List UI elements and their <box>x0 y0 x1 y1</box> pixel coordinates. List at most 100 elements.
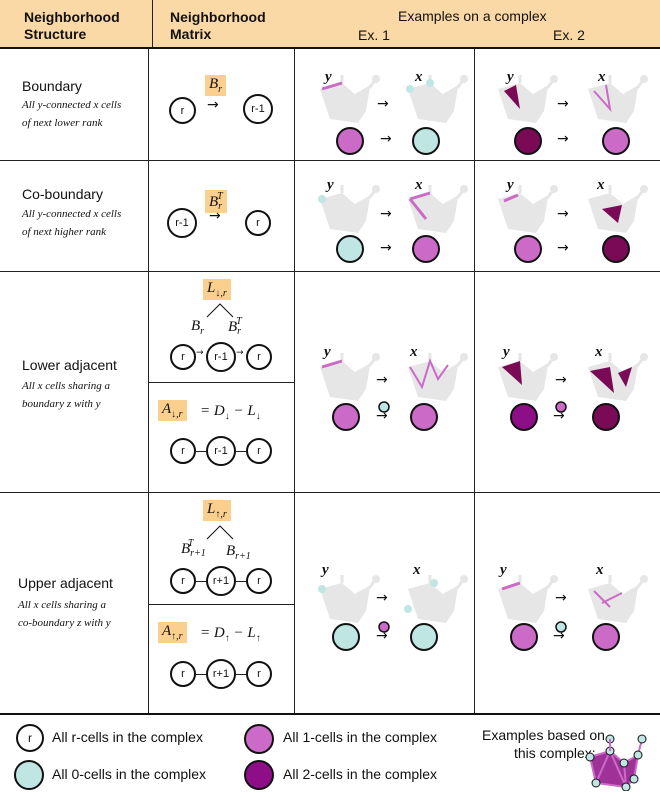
arrow-icon: → <box>557 131 569 147</box>
math-br: Br <box>191 318 205 337</box>
row-upper-title: Upper adjacent <box>18 575 113 591</box>
legend-1cell: All 1-cells in the complex <box>283 729 438 745</box>
legend-example-line2: this complex: <box>514 745 596 761</box>
cell-r: r <box>246 568 272 594</box>
complex-r1-ex1-b <box>406 73 470 125</box>
matrix-lower-adjacency: A↓,r <box>158 400 187 421</box>
grid-row-1 <box>0 160 660 161</box>
cell-r-minus-1: r-1 <box>206 342 236 372</box>
legend-r: All r-cells in the complex <box>52 729 203 745</box>
row-coboundary-sub1: All y-connected x cells <box>22 208 122 220</box>
label-y: y <box>324 344 331 360</box>
example-complex-icon <box>585 734 647 791</box>
cell-r: r <box>246 438 272 464</box>
connector <box>236 581 246 582</box>
math-brt: BrT <box>228 316 242 337</box>
legend-divider <box>0 713 660 715</box>
label-y: y <box>503 344 510 360</box>
matrix-coboundary: BrT <box>205 190 227 213</box>
arrow-icon: → <box>553 628 565 644</box>
cell-r: r <box>170 568 196 594</box>
legend-2cell-icon <box>244 760 274 790</box>
legend-1cell-icon <box>244 724 274 754</box>
row-boundary-sub1: All y-connected x cells <box>22 99 122 111</box>
label-x: x <box>410 344 418 360</box>
complex-r1-ex2-b <box>586 73 650 125</box>
arrow-icon: → <box>376 408 388 424</box>
row-lower-sub2: boundary z with y <box>22 398 101 410</box>
split-lines <box>206 303 234 318</box>
arrow-icon: → <box>557 96 569 112</box>
arrow-icon: → <box>196 348 204 358</box>
cell-r-minus-1: r-1 <box>243 94 273 124</box>
header-structure: Neighborhood Structure <box>24 9 120 43</box>
legend-r-icon: r <box>16 724 44 752</box>
arrow-icon: → <box>553 408 565 424</box>
header-structure-line2: Structure <box>24 26 87 42</box>
cell-r-minus-1: r-1 <box>167 208 197 238</box>
connector <box>196 674 206 675</box>
matrix-upper-adjacency: A↑,r <box>158 622 187 643</box>
label-y: y <box>325 69 332 85</box>
label-x: x <box>413 562 421 578</box>
arrow-icon: → <box>236 348 244 358</box>
legend-0cell: All 0-cells in the complex <box>52 766 207 782</box>
row-upper-sub1: All x cells sharing a <box>18 599 106 611</box>
arrow-icon: → <box>557 240 569 256</box>
header-divider <box>152 0 153 47</box>
examples-svg <box>318 73 650 651</box>
cell-r: r <box>245 210 271 236</box>
cell-r: r <box>169 97 196 124</box>
split-lines <box>206 525 234 540</box>
header-structure-line1: Neighborhood <box>24 9 120 25</box>
grid-row-2 <box>0 271 660 272</box>
grid-col-2 <box>294 49 295 714</box>
label-x: x <box>597 177 605 193</box>
cell-r-plus-1: r+1 <box>206 566 236 596</box>
label-y: y <box>507 177 514 193</box>
connector <box>236 451 246 452</box>
legend-0cell-icon <box>14 760 44 790</box>
cell-r: r <box>246 661 272 687</box>
cell-r: r <box>170 661 196 687</box>
label-y: y <box>500 562 507 578</box>
header-matrix-line1: Neighborhood <box>170 9 266 25</box>
label-x: x <box>595 344 603 360</box>
cell-r: r <box>170 438 196 464</box>
label-y: y <box>507 69 514 85</box>
complex-r1-ex1-a <box>318 73 382 125</box>
arrow-icon: → <box>380 131 392 147</box>
connector <box>236 674 246 675</box>
connector <box>196 451 206 452</box>
grid-sub-2 <box>148 604 294 605</box>
header-matrix: Neighborhood Matrix <box>170 9 266 43</box>
legend-2cell: All 2-cells in the complex <box>283 766 438 782</box>
arrow-icon: → <box>377 96 389 112</box>
header-ex2: Ex. 2 <box>553 27 585 43</box>
arrow-icon: → <box>555 372 567 388</box>
row-upper-sub2: co-boundary z with y <box>18 617 111 629</box>
row-lower-sub1: All x cells sharing a <box>22 380 110 392</box>
arrow-icon: → <box>376 590 388 606</box>
label-y: y <box>322 562 329 578</box>
math-brp1: Br+1 <box>226 543 251 562</box>
grid-sub-1 <box>148 382 294 383</box>
math-upper-adjacency-eq: = D↑ − L↑ <box>200 625 261 644</box>
legend-example-line1: Examples based on <box>482 727 605 743</box>
connector <box>196 581 206 582</box>
row-lower-title: Lower adjacent <box>22 357 117 373</box>
math-lower-adjacency-eq: = D↓ − L↓ <box>200 403 261 422</box>
arrow-icon: → <box>380 206 392 222</box>
grid-row-3 <box>0 492 660 493</box>
arrow-icon: → <box>376 628 388 644</box>
arrow-icon: → <box>209 208 221 224</box>
complex-r1-ex2-a <box>496 73 560 125</box>
cell-r: r <box>246 344 272 370</box>
row-boundary-sub2: of next lower rank <box>22 117 103 129</box>
table-header <box>0 0 660 49</box>
label-x: x <box>415 177 423 193</box>
arrow-icon: → <box>555 590 567 606</box>
matrix-lower-laplacian: L↓,r <box>203 279 231 300</box>
row-boundary-title: Boundary <box>22 78 82 94</box>
label-y: y <box>327 177 334 193</box>
